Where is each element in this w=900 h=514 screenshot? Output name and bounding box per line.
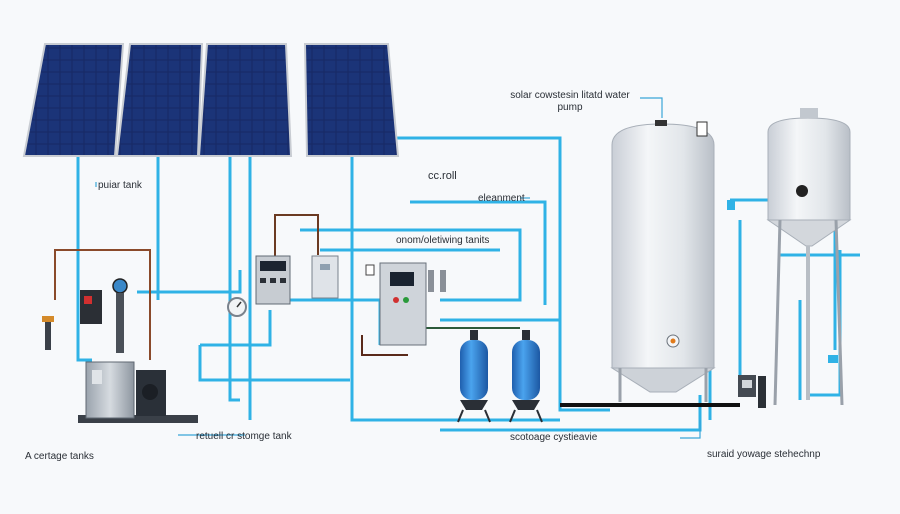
label-tanks: onom/oletiwing tanits — [396, 235, 490, 246]
filter-tank-2 — [509, 330, 543, 423]
pressure-gauge-icon — [227, 297, 247, 317]
label-top-pump-text: solar cowstesin litatd water pump — [510, 90, 630, 113]
control-box-icon — [255, 255, 446, 346]
label-storage: retuell cr stomge tank — [196, 431, 292, 442]
label-element: eleanment — [478, 193, 525, 204]
large-storage-tank — [610, 120, 716, 402]
valve-icon — [727, 200, 838, 408]
solar-panel-icon — [22, 43, 400, 157]
solar-panel-4 — [303, 43, 400, 157]
solar-panel-2 — [115, 43, 204, 157]
label-leaders — [95, 97, 701, 439]
label-suraid: suraid yowage stehechnp — [707, 449, 821, 460]
filter-tanks — [457, 330, 543, 423]
label-control: cc.roll — [428, 170, 457, 182]
water-pump-icon — [42, 278, 198, 423]
wiring — [54, 214, 740, 407]
label-cartage: A certage tanks — [25, 451, 94, 462]
elevated-water-tank — [766, 108, 852, 406]
solar-panel-3 — [197, 43, 293, 157]
label-top-pump: solar cowstesin litatd water pump — [480, 90, 660, 113]
solar-panel-1 — [22, 43, 125, 157]
filter-tank-1 — [457, 330, 491, 423]
label-polar-tank: puiar tank — [98, 180, 142, 191]
label-scotoage: scotoage cystieavie — [510, 432, 598, 443]
